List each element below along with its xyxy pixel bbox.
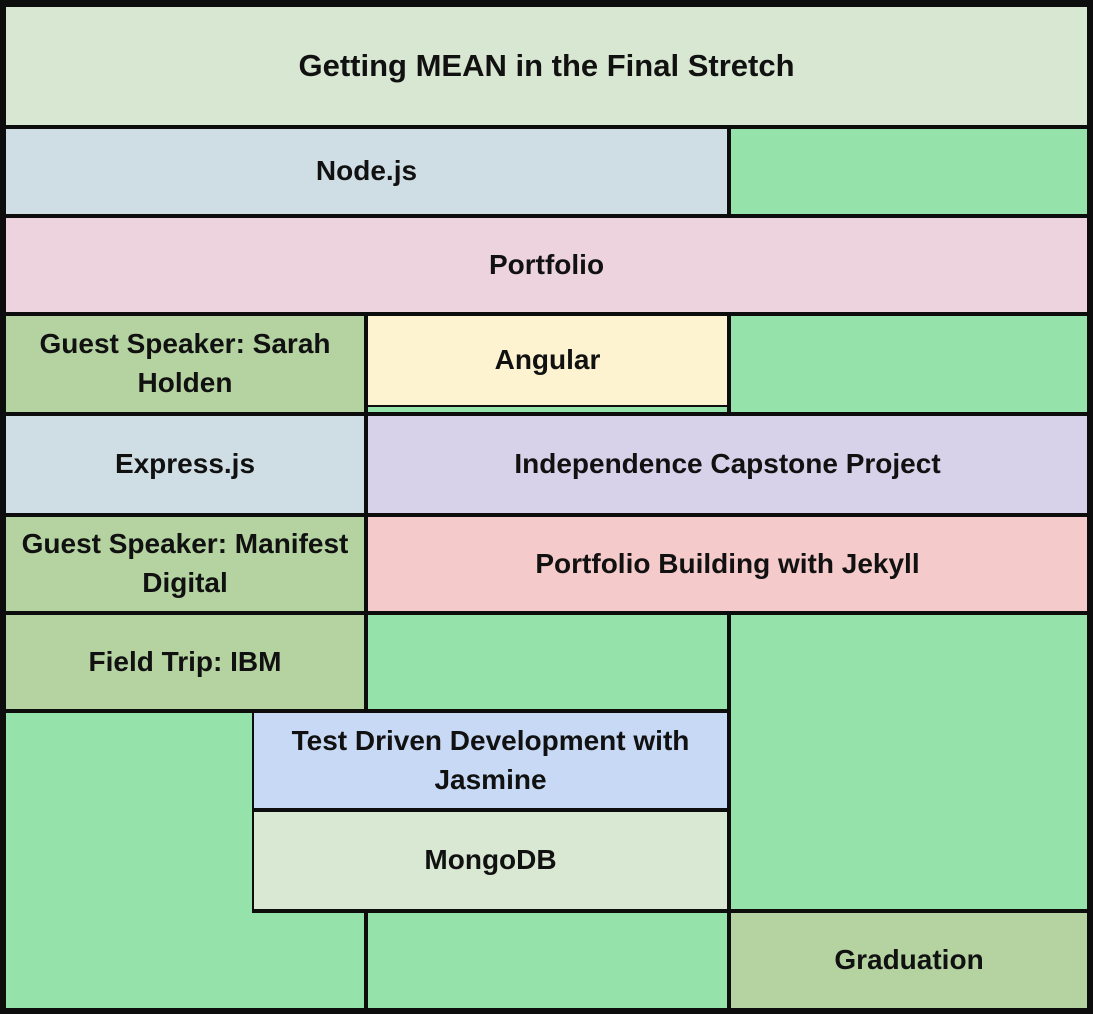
event-expressjs: Express.js	[4, 414, 366, 515]
event-guest-speaker-sarah-holden: Guest Speaker: Sarah Holden	[4, 314, 366, 414]
event-mongodb: MongoDB	[252, 810, 729, 911]
filler-green-row2-right	[729, 127, 1089, 216]
page-title: Getting MEAN in the Final Stretch	[298, 47, 795, 83]
event-graduation: Graduation	[729, 911, 1089, 1010]
event-guest-speaker-sarah-holden-label: Guest Speaker: Sarah Holden	[39, 328, 331, 398]
filler-green-row10-mid	[366, 911, 729, 1010]
event-independence-capstone-project-label: Independence Capstone Project	[514, 448, 941, 480]
event-expressjs-label: Express.js	[114, 448, 256, 480]
event-nodejs: Node.js	[4, 127, 729, 216]
event-test-driven-development-jasmine-label: Test Driven Development with Jasmine	[291, 724, 690, 795]
event-nodejs-label: Node.js	[315, 155, 418, 187]
event-mongodb-label: MongoDB	[424, 844, 557, 876]
filler-green-right-column	[729, 613, 1089, 911]
event-guest-speaker-manifest-digital-label: Guest Speaker: Manifest Digital	[21, 528, 349, 598]
event-angular-label: Angular	[494, 344, 601, 376]
event-portfolio: Portfolio	[4, 216, 1089, 314]
filler-green-left-column	[4, 711, 252, 1010]
event-portfolio-building-with-jekyll: Portfolio Building with Jekyll	[366, 515, 1089, 613]
event-portfolio-label: Portfolio	[488, 248, 605, 280]
event-test-driven-development-jasmine: Test Driven Development with Jasmine	[252, 711, 729, 810]
event-graduation-label: Graduation	[834, 944, 984, 976]
event-angular: Angular	[366, 314, 729, 407]
event-field-trip-ibm: Field Trip: IBM	[4, 613, 366, 711]
filler-green-row4-right	[729, 314, 1089, 414]
event-portfolio-building-with-jekyll-label: Portfolio Building with Jekyll	[535, 547, 920, 579]
event-independence-capstone-project: Independence Capstone Project	[366, 414, 1089, 515]
header-block: Getting MEAN in the Final Stretch	[4, 5, 1089, 127]
filler-green-row10-left	[252, 911, 366, 1010]
filler-green-row7-mid	[366, 613, 729, 711]
event-guest-speaker-manifest-digital: Guest Speaker: Manifest Digital	[4, 515, 366, 613]
event-field-trip-ibm-label: Field Trip: IBM	[88, 645, 282, 677]
